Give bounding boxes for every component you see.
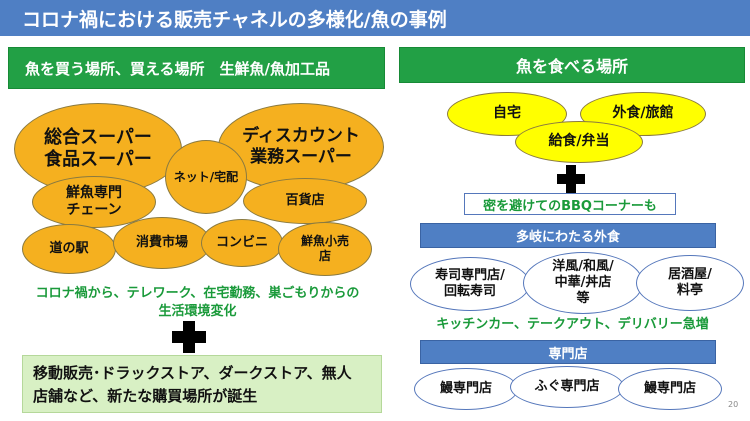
eel-store-node: 鰻専門店: [414, 368, 518, 410]
restaurants-node: 洋風/和風/ 中華/丼店 等: [523, 252, 643, 314]
diverse-dining-header: 多岐にわたる外食: [420, 223, 716, 248]
fugu-store-node: ふぐ専門店: [510, 366, 624, 408]
net-delivery-node: ネット/宅配: [165, 140, 247, 214]
specialty-store-header: 専門店: [420, 340, 716, 364]
plus-icon-left-v: [183, 321, 195, 353]
left-header: 魚を買う場所、買える場所 生鮮魚/魚加工品: [8, 47, 385, 89]
kitchen-car-text: キッチンカー、テークアウト、デリバリー急増: [436, 317, 709, 332]
new-channels-box: 移動販売･ドラックストア、ダークストア、無人 店舗など、新たな購買場所が誕生: [22, 355, 382, 413]
lifestyle-change-text: コロナ禍から、テレワーク、在宅勤務、巣ごもりからの 生活環境変化: [35, 286, 360, 319]
roadside-station-node: 道の駅: [22, 224, 116, 274]
izakaya-node: 居酒屋/ 料亭: [636, 255, 744, 311]
bbq-corner-box: 密を避けてのBBQコーナーも: [464, 193, 676, 215]
third-specialty-store-node: 鰻専門店: [618, 368, 722, 410]
right-header: 魚を食べる場所: [399, 47, 745, 83]
page-number: 20: [728, 400, 739, 409]
consumer-market-node: 消費市場: [113, 217, 211, 269]
fish-retail-node: 鮮魚小売 店: [278, 222, 372, 276]
plus-icon-right-v: [566, 165, 576, 193]
convenience-store-node: コンビニ: [201, 219, 283, 267]
page-title: コロナ禍における販売チャネルの多様化/魚の事例: [0, 0, 750, 36]
department-store-node: 百貨店: [243, 178, 367, 224]
fish-chain-node: 鮮魚専門 チェーン: [32, 176, 156, 228]
sushi-node: 寿司専門店/ 回転寿司: [410, 257, 530, 311]
school-lunch-node: 給食/弁当: [515, 121, 643, 163]
